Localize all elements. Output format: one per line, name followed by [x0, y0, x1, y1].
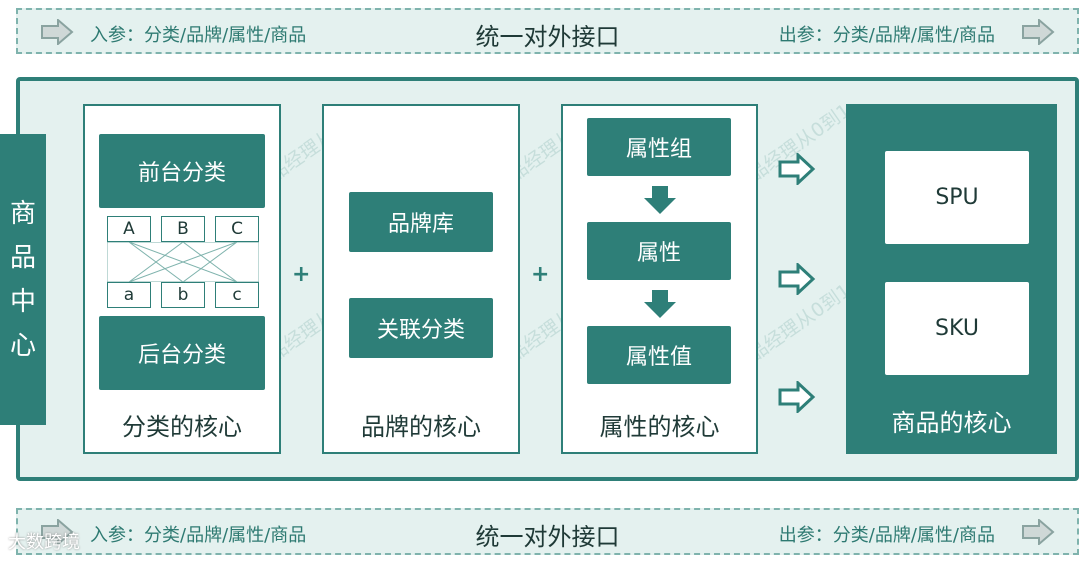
output-params-label: 出参：分类/品牌/属性/商品 [778, 525, 995, 546]
category-card: 前台分类 A B C a b c 后台分类 分类的核心 [83, 104, 281, 454]
attribute-core-label: 属性的核心 [599, 413, 720, 441]
side-tab-char: 中 [9, 286, 36, 317]
plus-sign: + [292, 262, 311, 287]
upper-letter-box: A [107, 216, 151, 242]
interface-title: 统一对外接口 [475, 523, 620, 551]
side-tab-char: 心 [9, 330, 36, 361]
linked-category-box: 关联分类 [349, 298, 493, 358]
input-params-label: 入参：分类/品牌/属性/商品 [90, 25, 307, 46]
brand-card: 品牌库 关联分类 品牌的核心 [322, 104, 520, 454]
upper-letter-box: C [215, 216, 259, 242]
mapping-lines [107, 242, 259, 282]
input-params-label: 入参：分类/品牌/属性/商品 [90, 525, 307, 546]
brand-logo: 大数跨境 [8, 532, 80, 553]
attribute-group-box: 属性组 [587, 118, 731, 176]
lower-letter-box: a [107, 282, 151, 308]
side-tab-char: 品 [9, 242, 36, 273]
lower-letter-box: b [161, 282, 205, 308]
product-card: SPU SKU 商品的核心 [846, 104, 1057, 454]
plus-sign: + [531, 262, 550, 287]
brand-core-label: 品牌的核心 [361, 413, 481, 441]
attribute-card: 属性组 属性 属性值 属性的核心 [561, 104, 758, 454]
arrow-right-icon [41, 519, 74, 545]
interface-title: 统一对外接口 [475, 23, 620, 51]
output-params-label: 出参：分类/品牌/属性/商品 [778, 25, 995, 46]
sku-box: SKU [885, 282, 1029, 375]
bottom-interface-bar: 入参：分类/品牌/属性/商品 统一对外接口 出参：分类/品牌/属性/商品 [16, 508, 1079, 555]
front-category-box: 前台分类 [99, 134, 265, 208]
product-center-tab: 商 品 中 心 [0, 134, 46, 425]
arrow-right-icon [778, 263, 816, 295]
spu-box: SPU [885, 151, 1029, 244]
side-tab-char: 商 [9, 198, 36, 229]
brand-library-box: 品牌库 [349, 192, 493, 252]
back-category-box: 后台分类 [99, 316, 265, 390]
arrow-right-icon [41, 19, 74, 45]
arrow-right-icon [1022, 19, 1055, 45]
lower-letter-box: c [215, 282, 259, 308]
arrow-right-icon [778, 153, 816, 185]
arrow-down-icon [644, 186, 676, 214]
arrow-right-icon [778, 381, 816, 413]
product-core-label: 商品的核心 [891, 409, 1012, 437]
category-core-label: 分类的核心 [122, 413, 242, 441]
attribute-box: 属性 [587, 222, 731, 280]
top-interface-bar: 入参：分类/品牌/属性/商品 统一对外接口 出参：分类/品牌/属性/商品 [16, 8, 1079, 54]
attribute-value-box: 属性值 [587, 326, 731, 384]
upper-letter-box: B [161, 216, 205, 242]
arrow-down-icon [644, 290, 676, 318]
arrow-right-icon [1022, 519, 1055, 545]
